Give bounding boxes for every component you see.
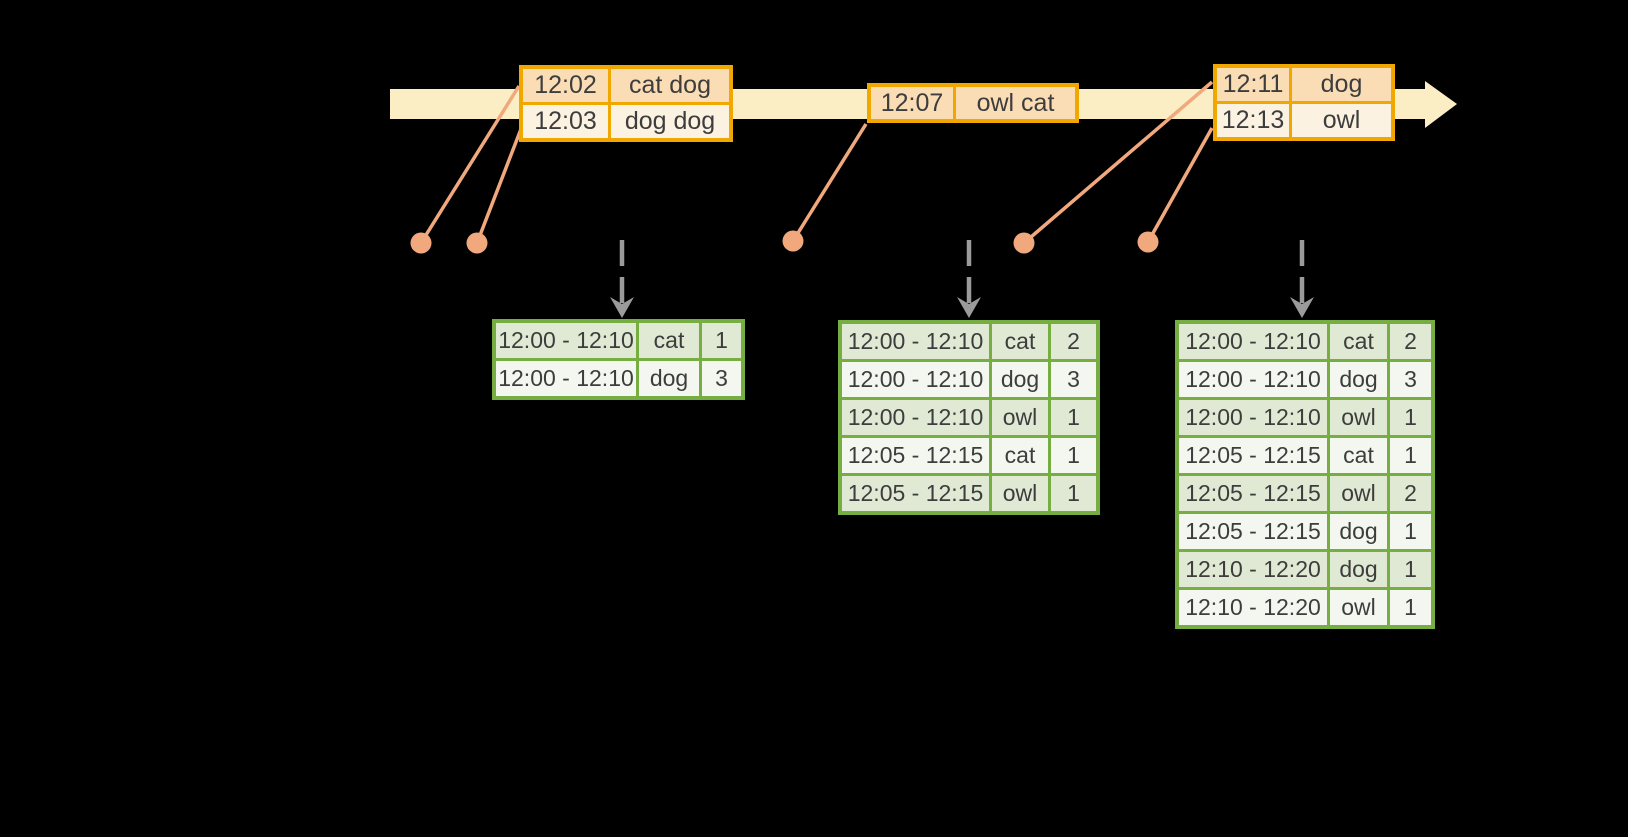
trigger-arrow-icon xyxy=(957,240,981,318)
result-word-cell: owl xyxy=(1330,590,1387,625)
result-count-cell: 3 xyxy=(702,361,741,396)
connector-line xyxy=(475,128,523,244)
event-words-cell: owl cat xyxy=(956,87,1075,119)
connector-line xyxy=(791,123,868,242)
event-dot-icon xyxy=(466,232,488,254)
event-words-cell: owl xyxy=(1292,104,1391,137)
result-word-cell: dog xyxy=(1330,552,1387,587)
result-word-cell: cat xyxy=(1330,324,1387,359)
result-window-cell: 12:00 - 12:10 xyxy=(842,324,989,359)
event-dot-icon xyxy=(782,230,804,252)
result-window-cell: 12:00 - 12:10 xyxy=(842,362,989,397)
result-window-cell: 12:10 - 12:20 xyxy=(1179,552,1327,587)
result-window-cell: 12:10 - 12:20 xyxy=(1179,590,1327,625)
event-dots xyxy=(410,230,1159,254)
event-dot-icon xyxy=(410,232,432,254)
result-count-cell: 1 xyxy=(1390,552,1431,587)
result-word-cell: cat xyxy=(639,323,699,358)
result-word-cell: dog xyxy=(992,362,1048,397)
result-count-cell: 1 xyxy=(1051,476,1096,511)
result-count-cell: 3 xyxy=(1051,362,1096,397)
result-word-cell: owl xyxy=(992,400,1048,435)
result-count-cell: 1 xyxy=(1390,590,1431,625)
trigger-arrow-icon xyxy=(610,240,634,318)
result-count-cell: 2 xyxy=(1390,324,1431,359)
result-window-cell: 12:00 - 12:10 xyxy=(1179,324,1327,359)
connector-line xyxy=(419,85,521,244)
result-window-cell: 12:00 - 12:10 xyxy=(496,323,636,358)
result-count-cell: 1 xyxy=(1390,400,1431,435)
result-word-cell: owl xyxy=(1330,476,1387,511)
event-dot-icon xyxy=(1013,232,1035,254)
event-time-cell: 12:03 xyxy=(523,105,608,138)
result-count-cell: 3 xyxy=(1390,362,1431,397)
result-count-cell: 1 xyxy=(702,323,741,358)
result-count-cell: 1 xyxy=(1051,438,1096,473)
event-time-cell: 12:13 xyxy=(1217,104,1289,137)
result-window-cell: 12:05 - 12:15 xyxy=(1179,438,1327,473)
result-word-cell: cat xyxy=(992,324,1048,359)
result-count-cell: 1 xyxy=(1051,400,1096,435)
result-count-cell: 1 xyxy=(1390,438,1431,473)
result-window-cell: 12:00 - 12:10 xyxy=(1179,400,1327,435)
connector-line xyxy=(1146,127,1214,243)
result-window-cell: 12:00 - 12:10 xyxy=(496,361,636,396)
result-word-cell: dog xyxy=(1330,514,1387,549)
event-dot-icon xyxy=(1137,231,1159,253)
event-words-cell: dog xyxy=(1292,68,1391,101)
result-word-cell: cat xyxy=(992,438,1048,473)
event-words-cell: dog dog xyxy=(611,105,729,138)
result-word-cell: owl xyxy=(992,476,1048,511)
result-window-cell: 12:05 - 12:15 xyxy=(842,476,989,511)
result-window-cell: 12:00 - 12:10 xyxy=(1179,362,1327,397)
result-count-cell: 1 xyxy=(1390,514,1431,549)
event-time-cell: 12:11 xyxy=(1217,68,1289,101)
event-time-cell: 12:02 xyxy=(523,69,608,102)
result-word-cell: cat xyxy=(1330,438,1387,473)
result-count-cell: 2 xyxy=(1390,476,1431,511)
trigger-arrows xyxy=(610,240,1314,318)
trigger-arrow-icon xyxy=(1290,240,1314,318)
event-words-cell: cat dog xyxy=(611,69,729,102)
result-word-cell: dog xyxy=(639,361,699,396)
connector-line xyxy=(1022,80,1214,245)
result-word-cell: dog xyxy=(1330,362,1387,397)
result-window-cell: 12:05 - 12:15 xyxy=(842,438,989,473)
result-window-cell: 12:05 - 12:15 xyxy=(1179,476,1327,511)
event-time-cell: 12:07 xyxy=(871,87,953,119)
result-word-cell: owl xyxy=(1330,400,1387,435)
result-window-cell: 12:00 - 12:10 xyxy=(842,400,989,435)
result-window-cell: 12:05 - 12:15 xyxy=(1179,514,1327,549)
connector-lines xyxy=(419,80,1214,245)
result-count-cell: 2 xyxy=(1051,324,1096,359)
